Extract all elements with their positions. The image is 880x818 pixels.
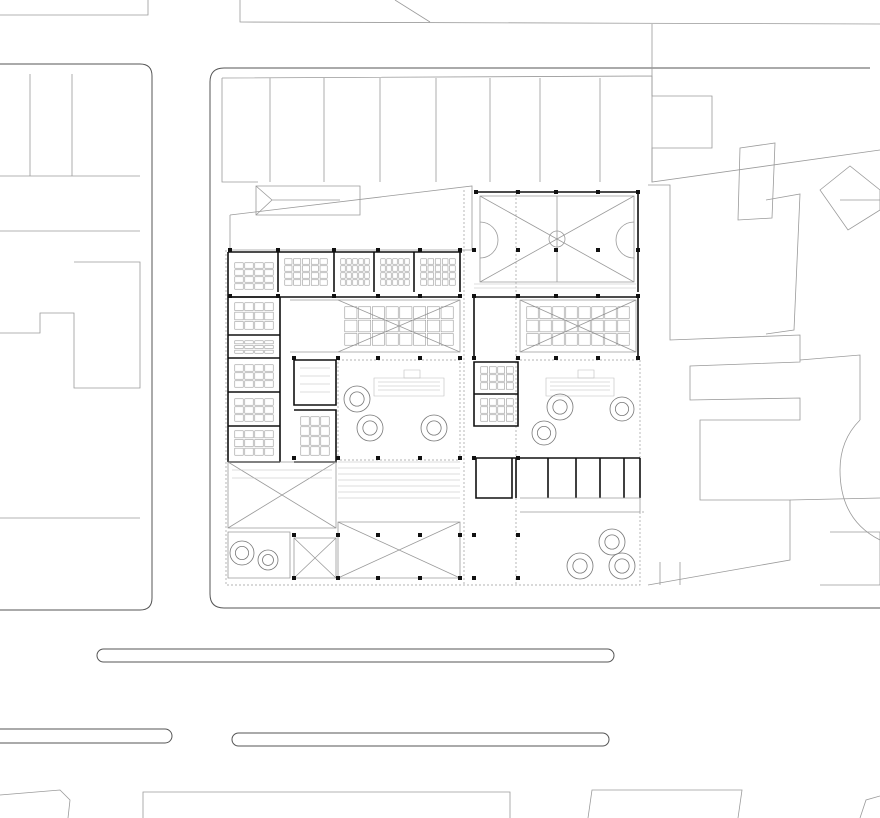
column [418, 456, 422, 460]
column [472, 248, 476, 252]
column [228, 294, 232, 298]
column [376, 294, 380, 298]
desk-group [234, 364, 274, 388]
column [376, 456, 380, 460]
column [516, 576, 520, 580]
bottom-context-blocks [0, 789, 880, 818]
column [336, 533, 340, 537]
school-building [225, 185, 646, 586]
column [472, 294, 476, 298]
column [458, 533, 462, 537]
tree [343, 385, 371, 413]
column [418, 294, 422, 298]
column [474, 190, 478, 194]
desk-group [480, 398, 514, 422]
column [636, 294, 640, 298]
column [596, 248, 600, 252]
column [472, 576, 476, 580]
column [332, 294, 336, 298]
courtyard-steps [373, 369, 615, 397]
column [516, 190, 520, 194]
desk-group [526, 306, 630, 346]
column [636, 190, 640, 194]
desk-group [480, 366, 514, 390]
column [516, 456, 520, 460]
tree [356, 414, 384, 442]
column [516, 248, 520, 252]
structural-columns [228, 190, 640, 580]
desk-group [380, 258, 410, 286]
column [418, 533, 422, 537]
tree [229, 540, 255, 566]
column [332, 248, 336, 252]
desk-group [234, 262, 274, 290]
desk-group [300, 416, 330, 456]
column [458, 248, 462, 252]
column [596, 190, 600, 194]
column [376, 576, 380, 580]
column [458, 576, 462, 580]
desk-group [420, 258, 456, 286]
tree [609, 396, 635, 422]
column [292, 533, 296, 537]
tree [608, 552, 636, 580]
column [458, 456, 462, 460]
column [516, 356, 520, 360]
column [418, 248, 422, 252]
context-blocks [0, 0, 880, 611]
column [276, 248, 280, 252]
column [292, 576, 296, 580]
desk-group [340, 258, 370, 286]
classroom-desks [234, 258, 630, 456]
column [554, 294, 558, 298]
column [596, 356, 600, 360]
column [376, 356, 380, 360]
column [376, 533, 380, 537]
column [554, 248, 558, 252]
column [376, 248, 380, 252]
desk-group [234, 430, 274, 456]
column [636, 356, 640, 360]
column [276, 294, 280, 298]
column [472, 533, 476, 537]
column [418, 576, 422, 580]
column [336, 356, 340, 360]
tree [598, 528, 626, 556]
column [636, 248, 640, 252]
column [472, 456, 476, 460]
column [418, 356, 422, 360]
tree [531, 420, 557, 446]
column [554, 190, 558, 194]
column [336, 456, 340, 460]
trees [229, 385, 636, 580]
desk-group [234, 398, 274, 422]
column [472, 356, 476, 360]
tree [420, 414, 448, 442]
column [554, 356, 558, 360]
tree [546, 393, 574, 421]
tree [257, 549, 279, 571]
column [516, 533, 520, 537]
desk-group [284, 258, 328, 286]
column [458, 356, 462, 360]
tree [566, 552, 594, 580]
street-medians [0, 648, 615, 747]
desk-group [344, 306, 454, 346]
column [228, 248, 232, 252]
column [336, 576, 340, 580]
column [292, 456, 296, 460]
column [516, 294, 520, 298]
column [292, 356, 296, 360]
desk-group [234, 340, 274, 354]
desk-group [234, 302, 274, 330]
column [596, 294, 600, 298]
column [458, 294, 462, 298]
